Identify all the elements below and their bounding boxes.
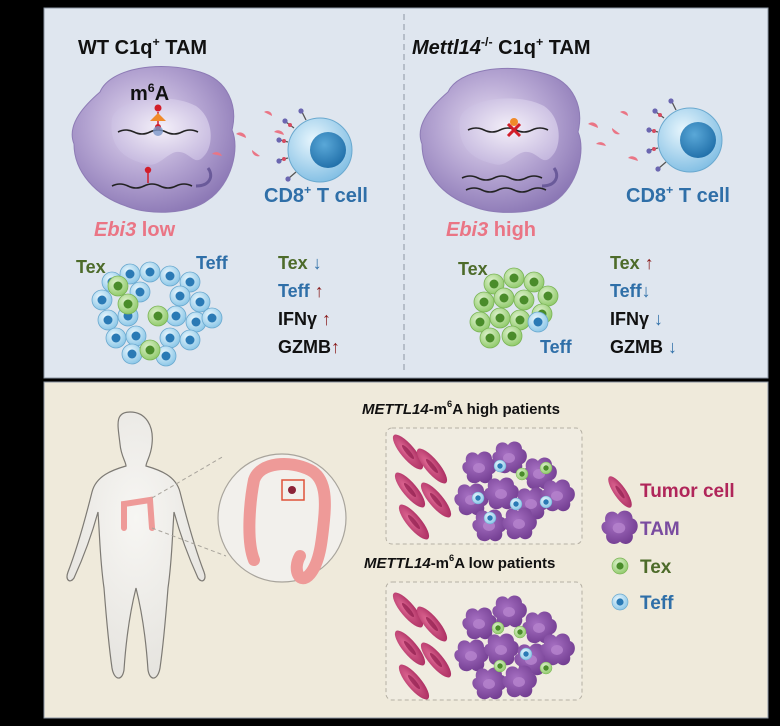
sup: 6 bbox=[447, 399, 453, 409]
teff-cell-icon bbox=[611, 593, 629, 611]
title-text: C1q bbox=[492, 37, 536, 59]
mettl14-tam-title: Mettl14-/- C1q+ TAM bbox=[412, 35, 591, 59]
gene-text: METTL14 bbox=[362, 401, 429, 418]
colon-small-icon bbox=[121, 496, 155, 531]
suffix: A high patients bbox=[452, 401, 560, 418]
cd8-suffix: T cell bbox=[673, 185, 730, 207]
m6a-sup: 6 bbox=[147, 81, 155, 95]
wt-tam-title: WT C1q+ TAM bbox=[78, 35, 208, 59]
readout-teff-right: Teff↓ bbox=[610, 281, 651, 301]
title-text: WT C1q bbox=[78, 37, 153, 59]
cd8-t-cell-left bbox=[276, 108, 353, 183]
title-suffix: TAM bbox=[159, 37, 208, 59]
tex-cell-icon bbox=[611, 557, 629, 575]
cd8-t-cell-label-left: CD8+ T cell bbox=[264, 183, 368, 207]
mettl14-ko-macrophage bbox=[419, 68, 582, 213]
readout-gzmb-left: GZMB↑ bbox=[278, 337, 340, 357]
legend-tex: Tex bbox=[640, 557, 672, 578]
legend-tam: TAM bbox=[640, 519, 680, 540]
ebi3-level: low bbox=[136, 219, 176, 241]
ebi3-gene: Ebi3 bbox=[446, 219, 489, 241]
ebi3-high-label: Ebi3 high bbox=[446, 220, 536, 240]
title-suffix: TAM bbox=[543, 37, 591, 59]
m6a-suffix: A bbox=[154, 83, 170, 105]
title-sup: + bbox=[152, 35, 160, 49]
readout-gzmb-right: GZMB ↓ bbox=[610, 337, 678, 357]
legend-tumor-cell: Tumor cell bbox=[640, 481, 735, 502]
cd8-t-cell-label-right: CD8+ T cell bbox=[626, 183, 730, 207]
cd8-sup: + bbox=[666, 183, 674, 197]
ebi3-low-label: Ebi3 low bbox=[94, 220, 175, 240]
tex-label-left: Tex bbox=[76, 257, 106, 277]
m-text: -m bbox=[430, 555, 450, 572]
teff-label-right: Teff bbox=[540, 337, 572, 357]
colon-zoom-circle bbox=[217, 453, 347, 584]
title-sup: + bbox=[535, 35, 544, 49]
wt-macrophage bbox=[71, 66, 236, 213]
human-body-outline bbox=[66, 411, 206, 679]
ebi3-level: high bbox=[488, 219, 537, 241]
m6a-label: m6A bbox=[130, 81, 170, 105]
readout-ifng-left: IFNγ ↑ bbox=[278, 309, 332, 329]
readout-ifng-right: IFNγ ↓ bbox=[610, 309, 664, 329]
m-text: -m bbox=[428, 401, 448, 418]
suffix: A low patients bbox=[454, 555, 556, 572]
teff-label-left: Teff bbox=[196, 253, 228, 273]
cd8-t-cell-right bbox=[646, 98, 723, 173]
low-patients-label: METTL14-m6A low patients bbox=[364, 553, 556, 572]
readout-tex-right: Tex ↑ bbox=[610, 253, 654, 273]
high-patients-label: METTL14-m6A high patients bbox=[362, 399, 560, 418]
cd8-suffix: T cell bbox=[311, 185, 368, 207]
cd8-text: CD8 bbox=[626, 185, 667, 207]
legend-teff: Teff bbox=[640, 593, 674, 614]
cd8-text: CD8 bbox=[264, 185, 305, 207]
readout-tex-left: Tex ↓ bbox=[278, 253, 322, 273]
secreted-ebi3-fragments-right bbox=[588, 111, 638, 161]
cd8-sup: + bbox=[304, 183, 312, 197]
tex-label-right: Tex bbox=[458, 259, 488, 279]
ebi3-gene: Ebi3 bbox=[94, 219, 137, 241]
sup: 6 bbox=[449, 553, 455, 563]
gene-text: Mettl14 bbox=[412, 37, 481, 59]
m6a-text: m bbox=[130, 83, 148, 105]
readout-teff-left: Teff ↑ bbox=[278, 281, 324, 301]
secreted-ebi3-fragments bbox=[212, 110, 284, 157]
gene-sup: -/- bbox=[480, 35, 493, 49]
gene-text: METTL14 bbox=[364, 555, 431, 572]
